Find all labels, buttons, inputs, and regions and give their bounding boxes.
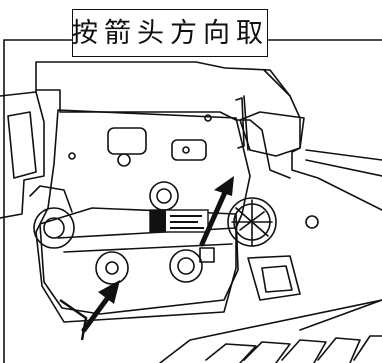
right-latch bbox=[239, 111, 305, 157]
print-head-core bbox=[43, 217, 65, 239]
tape-strip bbox=[59, 299, 88, 341]
instruction-text: 按箭头方向取 bbox=[71, 17, 269, 49]
right-holder bbox=[247, 255, 301, 301]
right-spool-outer bbox=[169, 249, 203, 283]
center-right-arrow bbox=[199, 176, 234, 247]
cassette-label bbox=[149, 209, 209, 233]
lid-outline bbox=[35, 61, 382, 211]
instruction-label: 按箭头方向取 bbox=[71, 9, 269, 57]
key-4 bbox=[317, 337, 361, 363]
key-5 bbox=[353, 335, 382, 361]
lower-left-arrow bbox=[81, 280, 120, 333]
lower-left-arrow-head bbox=[98, 280, 120, 304]
lid-hinge-edge bbox=[263, 69, 291, 97]
left-bracket-panel bbox=[7, 111, 37, 179]
right-spool-tab bbox=[199, 247, 215, 263]
inner-plate bbox=[35, 109, 251, 323]
lid-inner-edge bbox=[35, 89, 291, 179]
center-right-arrow-head bbox=[214, 176, 234, 196]
body-right-ridges bbox=[305, 149, 382, 177]
plate-slot-right bbox=[171, 139, 207, 161]
gear-spokes bbox=[231, 199, 273, 247]
center-spool-inner bbox=[156, 188, 172, 204]
right-holder-inner bbox=[261, 265, 293, 293]
left-spool-inner bbox=[105, 261, 119, 275]
left-spool-outer bbox=[95, 251, 129, 285]
plate-screw-left bbox=[68, 152, 76, 160]
keyboard-edge bbox=[159, 299, 382, 363]
key-3 bbox=[281, 339, 327, 363]
left-bracket bbox=[0, 91, 45, 219]
latch-spring bbox=[243, 95, 249, 151]
plate-hole-left bbox=[117, 153, 131, 167]
side-button bbox=[305, 215, 319, 229]
plate-hole-right bbox=[182, 146, 190, 154]
plate-slot-left bbox=[107, 127, 147, 155]
cassette-body bbox=[39, 207, 239, 315]
key-2 bbox=[243, 341, 291, 363]
plate-pin bbox=[204, 114, 212, 122]
key-1 bbox=[205, 343, 257, 363]
body-right-edge bbox=[299, 299, 382, 331]
print-head-roller bbox=[33, 207, 75, 249]
print-head-arm bbox=[29, 185, 73, 213]
right-spool-inner bbox=[177, 257, 195, 275]
center-spool-outer bbox=[149, 181, 179, 211]
latch-spring-outline bbox=[235, 97, 245, 149]
